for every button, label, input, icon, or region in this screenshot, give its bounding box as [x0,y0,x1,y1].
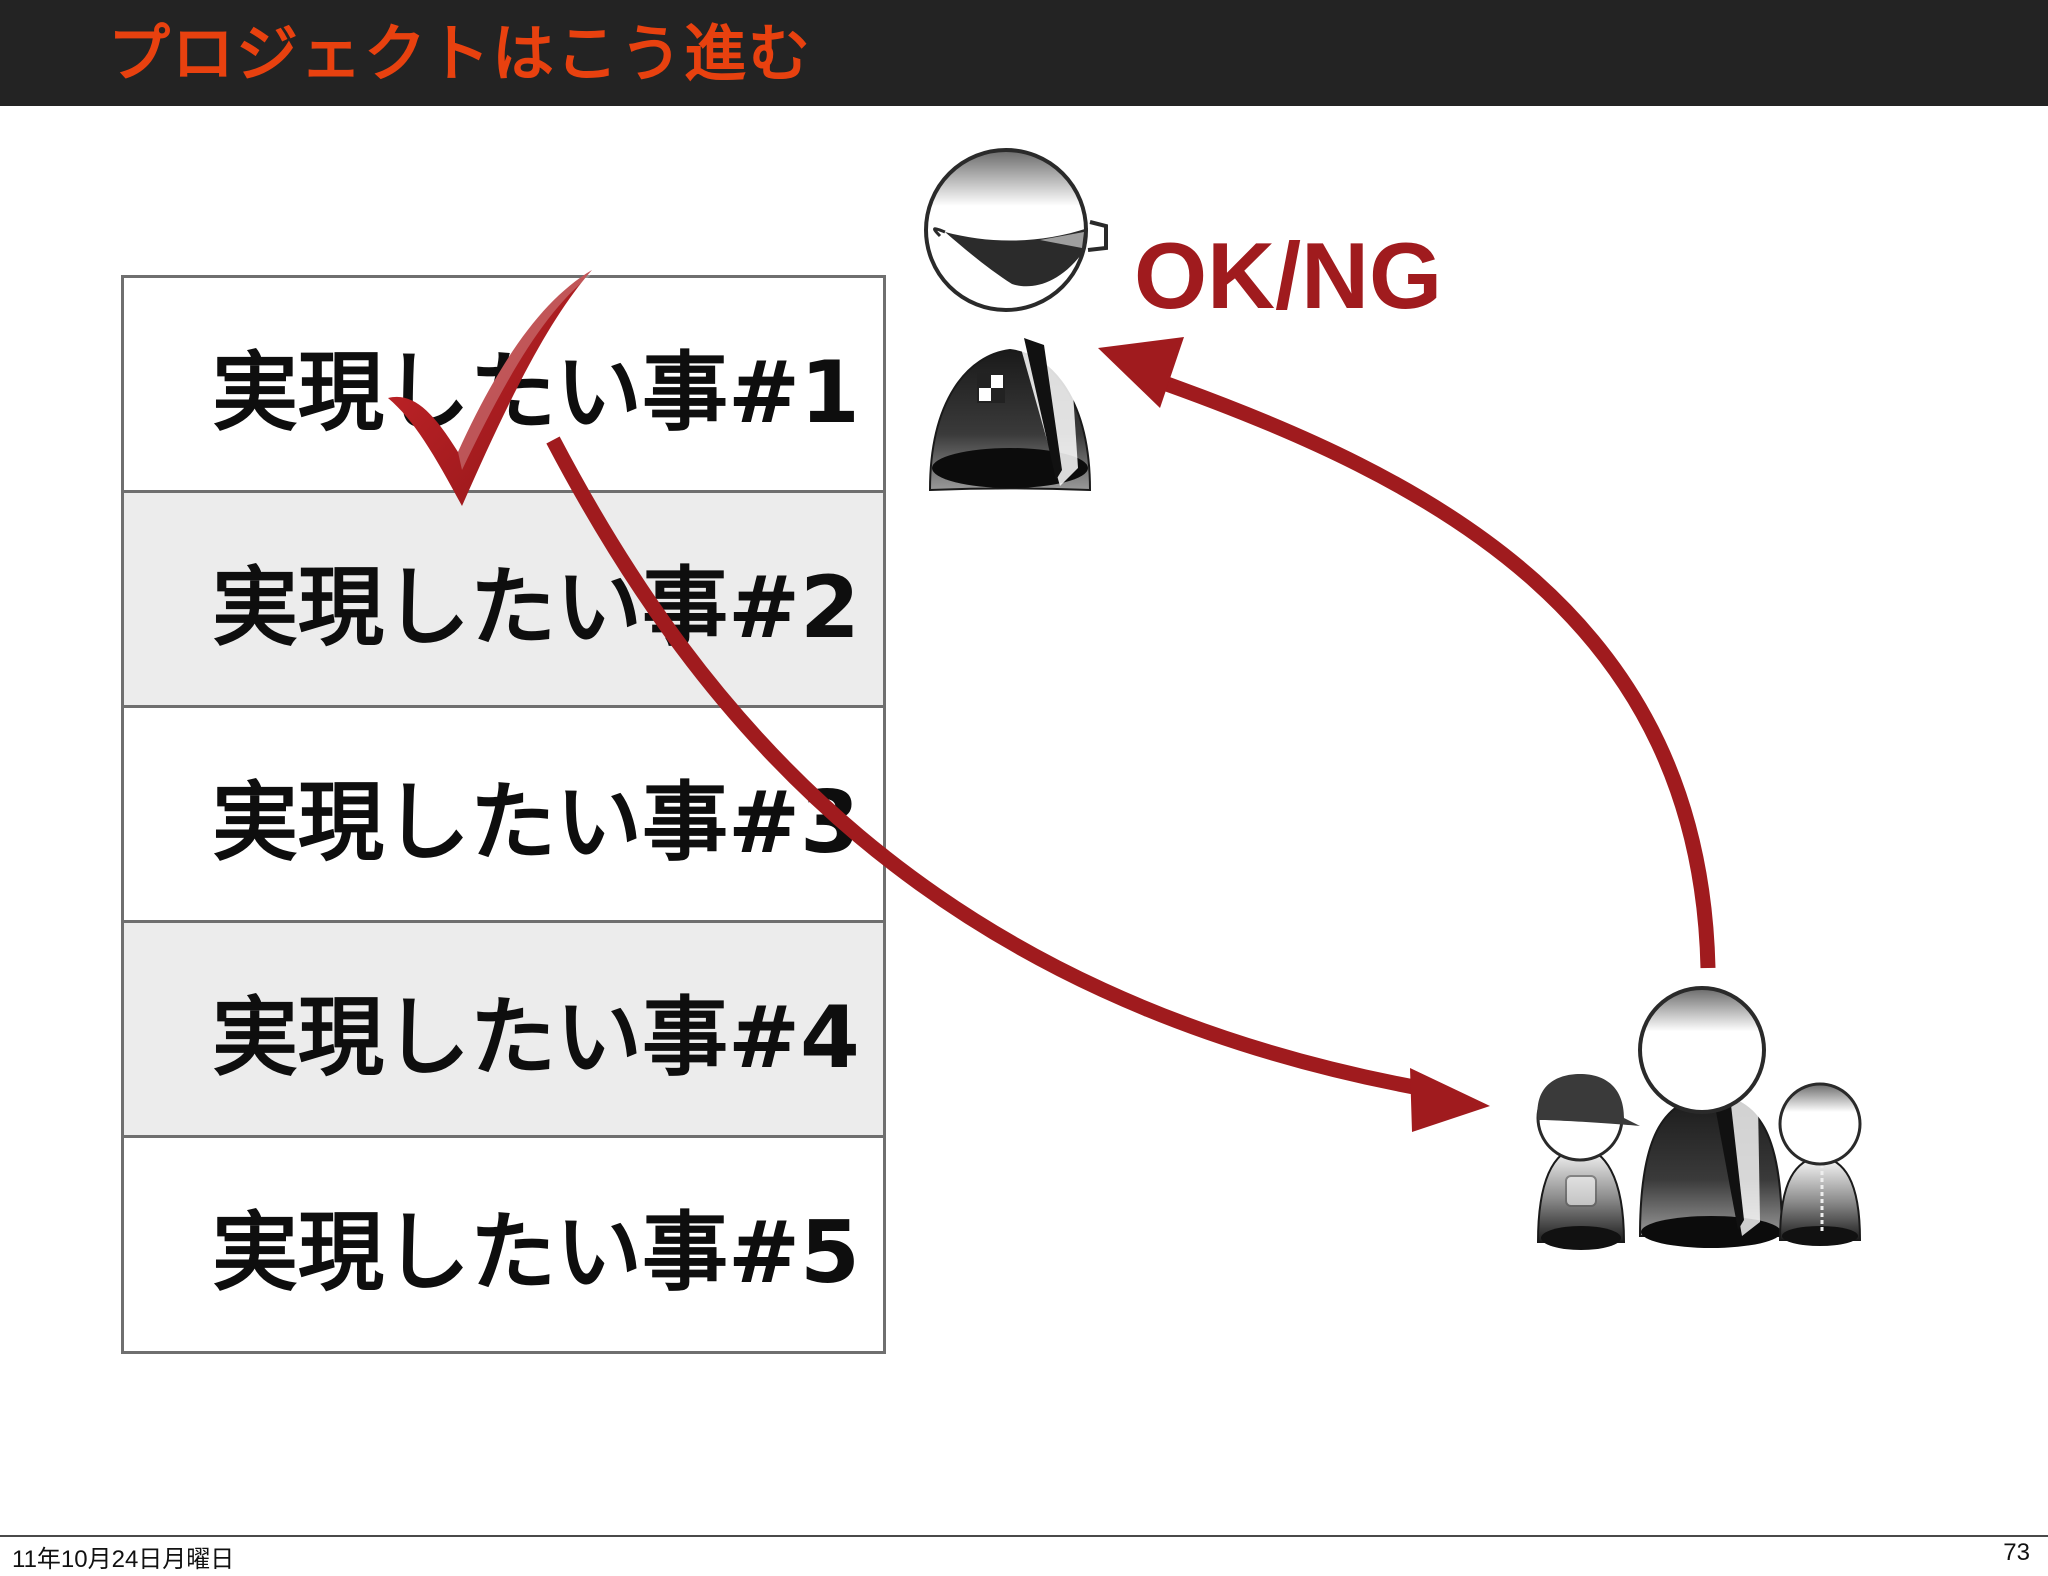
wish-row-1: 実現したい事#1 [124,278,883,493]
footer-divider [0,1535,2048,1537]
footer-date: 11年10月24日月曜日 [12,1546,235,1573]
wish-list: 実現したい事#1 実現したい事#2 実現したい事#3 実現したい事#4 実現した… [121,275,886,1354]
slide-title: プロジェクトはこう進む [108,17,813,90]
approver-person-icon [924,148,1108,492]
wish-row-2: 実現したい事#2 [124,493,883,708]
arrow-feedback [1098,337,1716,969]
title-bar: プロジェクトはこう進む [0,0,2048,106]
wish-row-4: 実現したい事#4 [124,923,883,1138]
wish-row-5: 実現したい事#5 [212,1203,860,1303]
ok-ng-label: OK/NG [1134,223,1443,328]
wish-row-3: 実現したい事#3 [124,708,883,923]
team-people-icon [1536,986,1862,1250]
page-number: 73 [2003,1539,2030,1566]
